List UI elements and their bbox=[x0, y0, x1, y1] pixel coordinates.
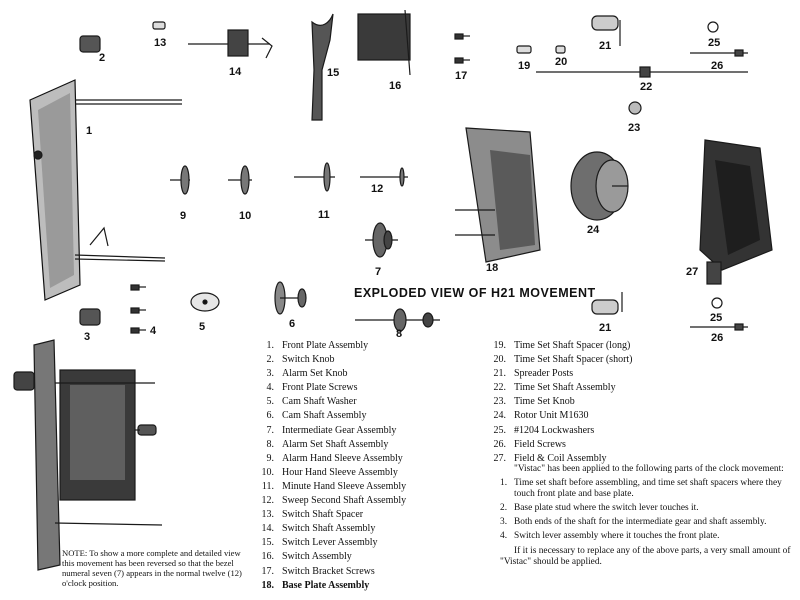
callout-21-bottom: 21 bbox=[599, 322, 612, 334]
part-item: 9.Alarm Hand Sleeve Assembly bbox=[266, 452, 403, 464]
part-item: 17.Switch Bracket Screws bbox=[261, 565, 375, 577]
part-item: 8.Alarm Set Shaft Assembly bbox=[266, 438, 389, 450]
callout-4: 4 bbox=[150, 325, 157, 337]
vistac-intro: "Vistac" has been applied to the followi… bbox=[514, 464, 784, 474]
intermediate-gear-drawing bbox=[365, 222, 398, 258]
part-item: 15.Switch Lever Assembly bbox=[261, 537, 378, 549]
callout-3: 3 bbox=[84, 331, 91, 343]
part-item: 27.Field & Coil Assembly bbox=[493, 452, 607, 464]
callout-18: 18 bbox=[486, 262, 499, 274]
part-item: 25.#1204 Lockwashers bbox=[493, 424, 595, 436]
callout-12: 12 bbox=[371, 183, 384, 195]
field-coil-drawing bbox=[699, 139, 773, 285]
callout-9: 9 bbox=[180, 210, 187, 222]
callout-25-bottom: 25 bbox=[710, 312, 723, 324]
callout-11: 11 bbox=[318, 209, 330, 221]
callout-14: 14 bbox=[229, 66, 242, 78]
parts-list-left: 1.Front Plate Assembly 2.Switch Knob 3.A… bbox=[254, 339, 407, 593]
time-set-spacer-long-drawing bbox=[516, 45, 532, 54]
part-item: 19.Time Set Shaft Spacer (long) bbox=[493, 340, 631, 351]
front-plate-drawing bbox=[29, 79, 182, 301]
base-plate-drawing bbox=[455, 127, 541, 263]
switch-shaft-spacer-drawing bbox=[152, 21, 166, 30]
parts-list-right: 19.Time Set Shaft Spacer (long) 20.Time … bbox=[486, 339, 633, 466]
callout-15: 15 bbox=[327, 67, 340, 79]
lockwashers-drawing bbox=[707, 21, 723, 309]
callout-22: 22 bbox=[640, 81, 653, 93]
part-item: 26.Field Screws bbox=[493, 438, 566, 450]
vistac-instructions: "Vistac" has been applied to the followi… bbox=[500, 464, 792, 571]
part-item: 18.Base Plate Assembly bbox=[261, 579, 370, 591]
rotor-unit-drawing bbox=[570, 151, 629, 221]
switch-knob-drawing bbox=[79, 35, 101, 53]
time-set-shaft-drawing bbox=[536, 66, 748, 78]
part-item: 6.Cam Shaft Assembly bbox=[266, 410, 367, 422]
time-set-knob-drawing bbox=[628, 101, 642, 115]
callout-5: 5 bbox=[199, 321, 206, 333]
cam-shaft-drawing bbox=[274, 281, 307, 315]
hand-sleeve-drawings bbox=[170, 162, 408, 195]
vistac-item: 3.Both ends of the shaft for the interme… bbox=[500, 517, 767, 527]
callout-20: 20 bbox=[555, 56, 568, 68]
part-item: 10.Hour Hand Sleeve Assembly bbox=[261, 466, 398, 478]
time-set-spacer-short-drawing bbox=[555, 45, 566, 54]
callout-21-top: 21 bbox=[599, 40, 612, 52]
part-item: 23.Time Set Knob bbox=[493, 396, 575, 408]
part-item: 11.Minute Hand Sleeve Assembly bbox=[261, 480, 407, 492]
callout-25-top: 25 bbox=[708, 37, 721, 49]
part-item: 20.Time Set Shaft Spacer (short) bbox=[493, 354, 633, 366]
callout-19: 19 bbox=[518, 60, 531, 72]
movement-note: NOTE: To show a more complete and detail… bbox=[62, 548, 242, 588]
part-item: 4.Front Plate Screws bbox=[266, 382, 358, 394]
vistac-footer: If it is necessary to replace any of the… bbox=[500, 546, 791, 567]
part-item: 13.Switch Shaft Spacer bbox=[261, 509, 364, 521]
switch-bracket-screws-drawing bbox=[454, 33, 470, 64]
part-item: 14.Switch Shaft Assembly bbox=[261, 523, 376, 535]
part-item: 3.Alarm Set Knob bbox=[266, 368, 348, 380]
switch-shaft-drawing bbox=[188, 29, 273, 59]
assembled-movement-drawing bbox=[13, 339, 163, 571]
callout-13: 13 bbox=[154, 37, 167, 49]
figure-title: EXPLODED VIEW OF H21 MOVEMENT bbox=[354, 286, 596, 300]
callout-24: 24 bbox=[587, 224, 600, 236]
vistac-item: 2.Base plate stud where the switch lever… bbox=[500, 503, 699, 513]
callout-26-top: 26 bbox=[711, 60, 724, 72]
callout-8: 8 bbox=[396, 328, 403, 340]
vistac-item: 1.Time set shaft before assembling, and … bbox=[500, 478, 782, 499]
switch-lever-drawing bbox=[311, 13, 334, 121]
part-item: 12.Sweep Second Shaft Assembly bbox=[261, 495, 407, 507]
part-item: 16.Switch Assembly bbox=[261, 551, 352, 563]
alarm-set-knob-drawing bbox=[79, 308, 101, 326]
spreader-posts-drawing bbox=[591, 15, 623, 315]
callout-27: 27 bbox=[686, 266, 699, 278]
callout-23: 23 bbox=[628, 122, 641, 134]
part-item: 7.Intermediate Gear Assembly bbox=[266, 424, 397, 436]
alarm-set-shaft-drawing bbox=[355, 308, 440, 332]
switch-assembly-drawing bbox=[357, 9, 411, 76]
callout-16: 16 bbox=[389, 80, 402, 92]
callout-7: 7 bbox=[375, 266, 382, 278]
callout-2: 2 bbox=[99, 52, 106, 64]
part-item: 21.Spreader Posts bbox=[493, 368, 574, 380]
field-screws-drawing bbox=[690, 49, 748, 331]
callout-10: 10 bbox=[239, 210, 252, 222]
front-plate-screws-drawing bbox=[130, 284, 146, 334]
vistac-item: 4.Switch lever assembly where it touches… bbox=[500, 531, 720, 541]
vistac-list: 1.Time set shaft before assembling, and … bbox=[500, 478, 792, 542]
part-item: 2.Switch Knob bbox=[266, 354, 335, 366]
callout-1: 1 bbox=[86, 125, 93, 137]
part-item: 5.Cam Shaft Washer bbox=[266, 396, 357, 408]
part-item: 24.Rotor Unit M1630 bbox=[493, 410, 589, 422]
callout-6: 6 bbox=[289, 318, 296, 330]
callout-17: 17 bbox=[455, 70, 468, 82]
part-item: 1.Front Plate Assembly bbox=[266, 340, 369, 351]
callout-26-bottom: 26 bbox=[711, 332, 724, 344]
part-item: 22.Time Set Shaft Assembly bbox=[493, 382, 616, 394]
cam-shaft-washer-drawing bbox=[190, 292, 220, 312]
